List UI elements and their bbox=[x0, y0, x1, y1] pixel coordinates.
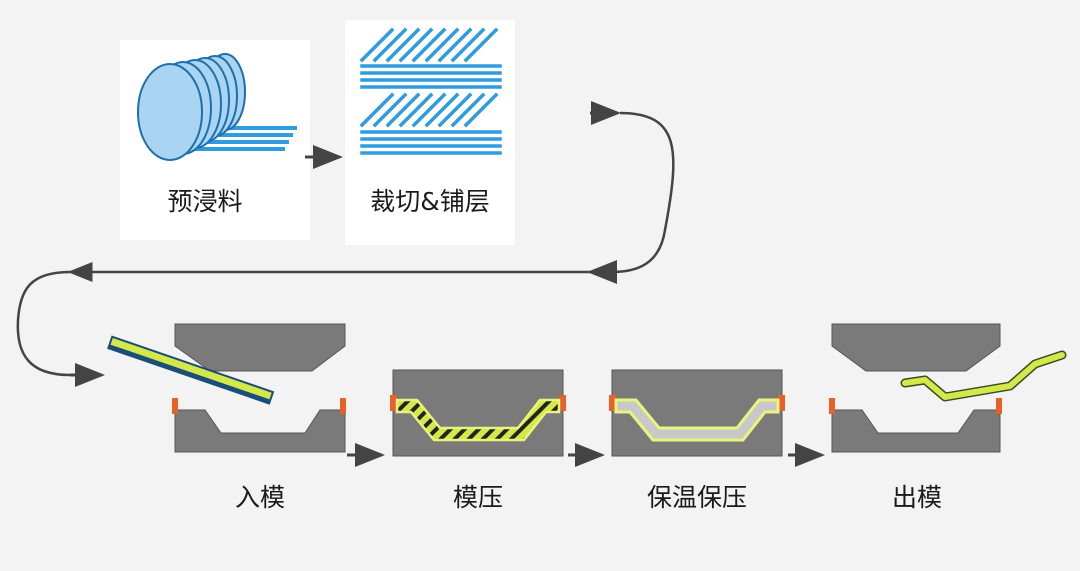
demold-icon bbox=[829, 323, 1067, 453]
step-label-load-mold: 入模 bbox=[234, 483, 285, 512]
step-label-cut-layup: 裁切&铺层 bbox=[370, 187, 490, 216]
step-label-hold: 保温保压 bbox=[646, 483, 747, 512]
molding-icon bbox=[390, 369, 566, 457]
hold-pressure-icon bbox=[609, 369, 785, 457]
step-label-prepreg: 预浸料 bbox=[167, 187, 243, 216]
step-label-molding: 模压 bbox=[452, 483, 503, 512]
step-label-demold: 出模 bbox=[891, 483, 942, 512]
load-mold-icon bbox=[107, 323, 346, 453]
prepreg-roll-icon bbox=[137, 53, 297, 161]
layup-stack-icon bbox=[359, 27, 502, 155]
flow-arrows bbox=[16, 101, 825, 467]
